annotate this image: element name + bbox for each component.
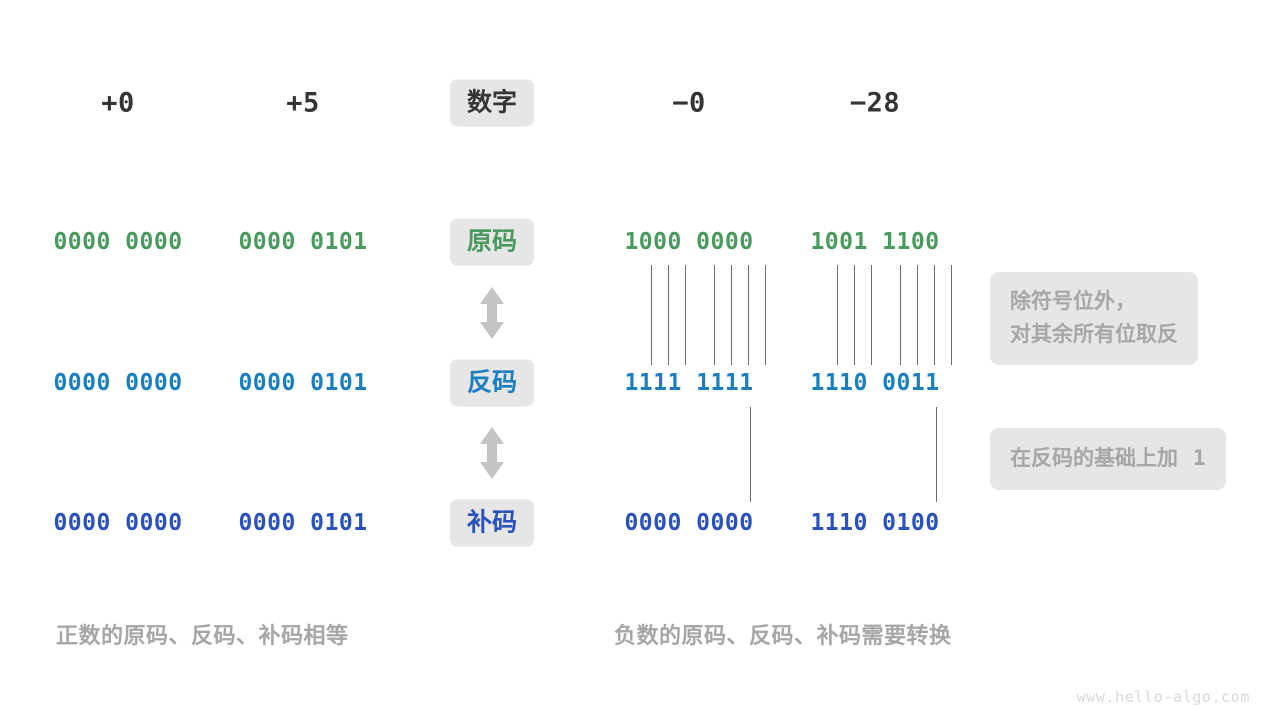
annotation-invert-bits-line2: 对其余所有位取反 — [1010, 322, 1178, 346]
value-sign-magnitude-plus5: 0000 0101 — [238, 229, 368, 255]
value-twos-complement-minus28: 1110 0100 — [810, 510, 940, 536]
bit-connector-minus0-b6 — [731, 265, 732, 365]
column-header-minus0: −0 — [672, 87, 706, 119]
bit-connector-minus28-b6 — [917, 265, 918, 365]
badge-label-ones-complement: 反码 — [449, 359, 535, 407]
annotation-invert-bits-line1: 除符号位外， — [1010, 290, 1136, 313]
badge-label-twos-complement: 补码 — [449, 499, 535, 547]
bit-connector-minus28-b8 — [951, 265, 952, 365]
caption-negative-numbers: 负数的原码、反码、补码需要转换 — [614, 623, 952, 648]
site-watermark: www.hello-algo.com — [1076, 688, 1250, 706]
bit-connector-minus0-b5 — [714, 265, 715, 365]
value-twos-complement-plus0: 0000 0000 — [53, 510, 183, 536]
bit-connector-minus0-b3 — [668, 265, 669, 365]
annotation-invert-bits: 除符号位外， 对其余所有位取反 — [990, 272, 1198, 366]
bit-connector-minus0-b7 — [748, 265, 749, 365]
bit-connector-minus28-b4 — [871, 265, 872, 365]
value-twos-complement-plus5: 0000 0101 — [238, 510, 368, 536]
row-badge-sign-magnitude: 原码 — [449, 218, 535, 266]
bit-connector-minus0-b8 — [765, 265, 766, 365]
value-ones-complement-plus5: 0000 0101 — [238, 370, 368, 396]
annotation-add-one-text: 在反码的基础上加 — [1010, 447, 1178, 470]
bit-connector-minus0-b2 — [651, 265, 652, 365]
column-header-plus0: +0 — [101, 87, 135, 119]
value-ones-complement-plus0: 0000 0000 — [53, 370, 183, 396]
bit-connector-minus28-b3 — [854, 265, 855, 365]
row-badge-ones-complement: 反码 — [449, 359, 535, 407]
annotation-add-one-value: 1 — [1192, 446, 1206, 470]
transform-arrow-icon-original-to-ones — [477, 285, 507, 341]
row-header-badge-number: 数字 — [449, 79, 535, 127]
row-badge-twos-complement: 补码 — [449, 499, 535, 547]
annotation-add-one: 在反码的基础上加 1 — [990, 428, 1226, 490]
badge-label-number: 数字 — [449, 79, 535, 127]
transform-arrow-icon-ones-to-twos — [477, 425, 507, 481]
value-twos-complement-minus0: 0000 0000 — [624, 510, 754, 536]
value-sign-magnitude-plus0: 0000 0000 — [53, 229, 183, 255]
column-header-minus28: −28 — [849, 87, 901, 119]
caption-positive-numbers: 正数的原码、反码、补码相等 — [56, 623, 349, 648]
value-ones-complement-minus0: 1111 1111 — [624, 370, 754, 396]
value-sign-magnitude-minus28: 1001 1100 — [810, 229, 940, 255]
value-sign-magnitude-minus0: 1000 0000 — [624, 229, 754, 255]
value-ones-complement-minus28: 1110 0011 — [810, 370, 940, 396]
bit-connector-minus28-b5 — [900, 265, 901, 365]
carry-connector-minus28-lsb — [936, 407, 937, 502]
bit-connector-minus28-b2 — [837, 265, 838, 365]
bit-connector-minus28-b7 — [934, 265, 935, 365]
carry-connector-minus0-lsb — [750, 407, 751, 502]
column-header-plus5: +5 — [286, 87, 320, 119]
badge-label-sign-magnitude: 原码 — [449, 218, 535, 266]
bit-connector-minus0-b4 — [685, 265, 686, 365]
